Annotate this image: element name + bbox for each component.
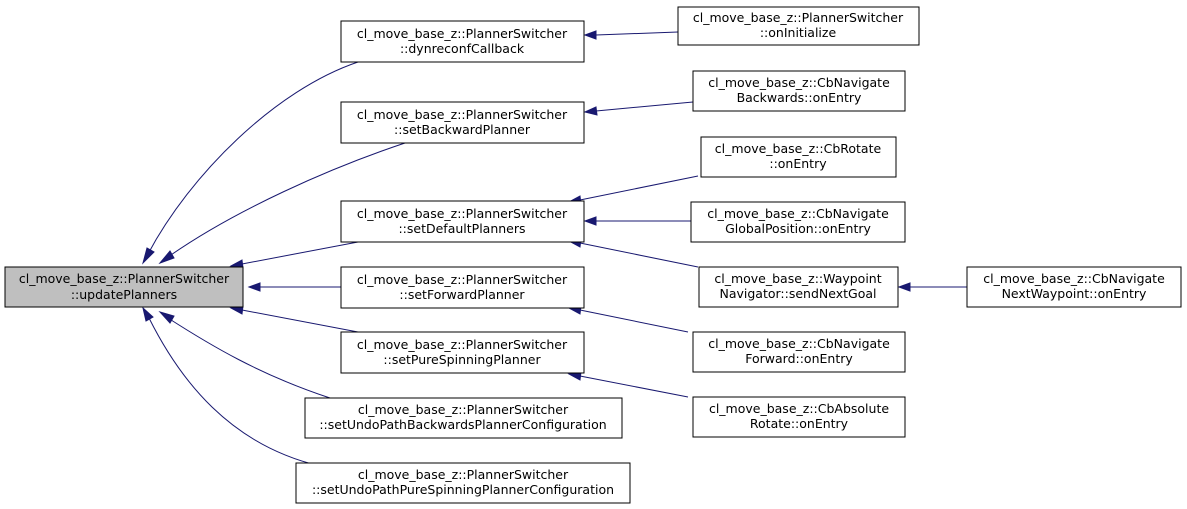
node-label-line2: ::setDefaultPlanners [398, 221, 525, 236]
node-label-line2: Forward::onEntry [745, 351, 853, 366]
node-label-line1: cl_move_base_z::PlannerSwitcher [357, 107, 568, 122]
node-set-pure-spinning-planner[interactable]: cl_move_base_z::PlannerSwitcher ::setPur… [340, 331, 585, 374]
node-rotate[interactable]: cl_move_base_z::CbRotate ::onEntry [700, 136, 897, 178]
node-label-line2: ::updatePlanners [71, 287, 177, 302]
node-layer: cl_move_base_z::PlannerSwitcher ::update… [4, 6, 1182, 504]
node-label-line1: cl_move_base_z::CbNavigate [708, 336, 890, 351]
edge-set-pure-spinning-planner-to-update-planners [241, 309, 359, 333]
edge-on-initialize-to-dynreconf-callback [595, 31, 679, 36]
arrowhead [583, 30, 597, 40]
node-label-line2: ::dynreconfCallback [400, 41, 525, 56]
node-navigate-global-position[interactable]: cl_move_base_z::CbNavigate GlobalPositio… [690, 201, 906, 243]
node-label-line1: cl_move_base_z::PlannerSwitcher [357, 337, 568, 352]
node-label-line1: cl_move_base_z::PlannerSwitcher [357, 206, 568, 221]
node-label-line2: ::setUndoPathBackwardsPlannerConfigurati… [319, 417, 606, 432]
arrowhead [897, 282, 911, 292]
edge-waypoint-navigator-to-set-default-planners [579, 242, 699, 268]
node-update-planners[interactable]: cl_move_base_z::PlannerSwitcher ::update… [4, 266, 244, 308]
arrowhead [583, 216, 597, 226]
node-set-undo-pure-spinning[interactable]: cl_move_base_z::PlannerSwitcher ::setUnd… [295, 462, 631, 504]
edge-rotate-to-set-default-planners [579, 175, 699, 201]
node-label-line1: cl_move_base_z::PlannerSwitcher [357, 272, 568, 287]
node-label-line2: ::setBackwardPlanner [394, 122, 531, 137]
arrowhead [247, 282, 261, 292]
node-navigate-next-waypoint[interactable]: cl_move_base_z::CbNavigate NextWaypoint:… [966, 266, 1182, 308]
node-label-line1: cl_move_base_z::CbNavigate [708, 75, 890, 90]
edge-set-undo-backwards-to-update-planners [167, 317, 331, 399]
edge-dynreconf-callback-to-update-planners [147, 61, 359, 255]
node-label-line1: cl_move_base_z::PlannerSwitcher [693, 10, 904, 25]
node-navigate-backwards[interactable]: cl_move_base_z::CbNavigate Backwards::on… [692, 70, 906, 112]
node-set-undo-backwards[interactable]: cl_move_base_z::PlannerSwitcher ::setUnd… [304, 397, 623, 439]
node-label-line1: cl_move_base_z::CbAbsolute [709, 401, 889, 416]
arrowhead [142, 306, 154, 322]
node-label-line2: NextWaypoint::onEntry [1002, 286, 1147, 301]
node-label-line1: cl_move_base_z::CbRotate [715, 141, 882, 156]
edge-absolute-rotate-to-set-pure-spinning-planner [579, 375, 689, 398]
node-label-line1: cl_move_base_z::CbNavigate [707, 206, 889, 221]
node-label-line2: ::onInitialize [760, 25, 837, 40]
node-navigate-forward[interactable]: cl_move_base_z::CbNavigate Forward::onEn… [692, 331, 906, 373]
node-label-line1: cl_move_base_z::Waypoint [714, 271, 881, 286]
edge-set-backward-planner-to-update-planners [167, 142, 406, 258]
node-label-line2: ::onEntry [769, 156, 827, 171]
node-label-line2: ::setPureSpinningPlanner [383, 352, 541, 367]
edge-set-default-planners-to-update-planners [241, 241, 359, 265]
edge-navigate-forward-to-set-forward-planner [579, 309, 689, 333]
node-dynreconf-callback[interactable]: cl_move_base_z::PlannerSwitcher ::dynrec… [340, 20, 585, 63]
node-set-backward-planner[interactable]: cl_move_base_z::PlannerSwitcher ::setBac… [340, 101, 585, 144]
arrowhead [158, 311, 175, 324]
node-label-line2: Rotate::onEntry [750, 416, 849, 431]
edge-layer [142, 30, 967, 467]
node-absolute-rotate[interactable]: cl_move_base_z::CbAbsolute Rotate::onEnt… [692, 396, 906, 438]
node-label-line1: cl_move_base_z::PlannerSwitcher [357, 26, 568, 41]
arrowhead [583, 106, 598, 116]
node-label-line1: cl_move_base_z::CbNavigate [983, 271, 1165, 286]
node-label-line1: cl_move_base_z::PlannerSwitcher [358, 467, 569, 482]
arrowhead [158, 250, 175, 265]
node-label-line2: ::setUndoPathPureSpinningPlannerConfigur… [312, 482, 614, 497]
edge-set-undo-pure-spinning-to-update-planners [148, 317, 321, 467]
node-waypoint-navigator[interactable]: cl_move_base_z::Waypoint Navigator::send… [698, 266, 899, 308]
node-label-line2: Navigator::sendNextGoal [719, 286, 876, 301]
arrowhead [142, 247, 155, 265]
node-set-forward-planner[interactable]: cl_move_base_z::PlannerSwitcher ::setFor… [340, 266, 585, 309]
node-label-line2: ::setForwardPlanner [399, 287, 525, 302]
node-label-line1: cl_move_base_z::PlannerSwitcher [19, 271, 230, 286]
node-set-default-planners[interactable]: cl_move_base_z::PlannerSwitcher ::setDef… [340, 200, 585, 243]
node-label-line2: Backwards::onEntry [737, 90, 862, 105]
node-label-line1: cl_move_base_z::PlannerSwitcher [358, 402, 569, 417]
edge-navigate-backwards-to-set-backward-planner [595, 101, 694, 112]
node-label-line2: GlobalPosition::onEntry [725, 221, 871, 236]
node-on-initialize[interactable]: cl_move_base_z::PlannerSwitcher ::onInit… [677, 6, 920, 46]
